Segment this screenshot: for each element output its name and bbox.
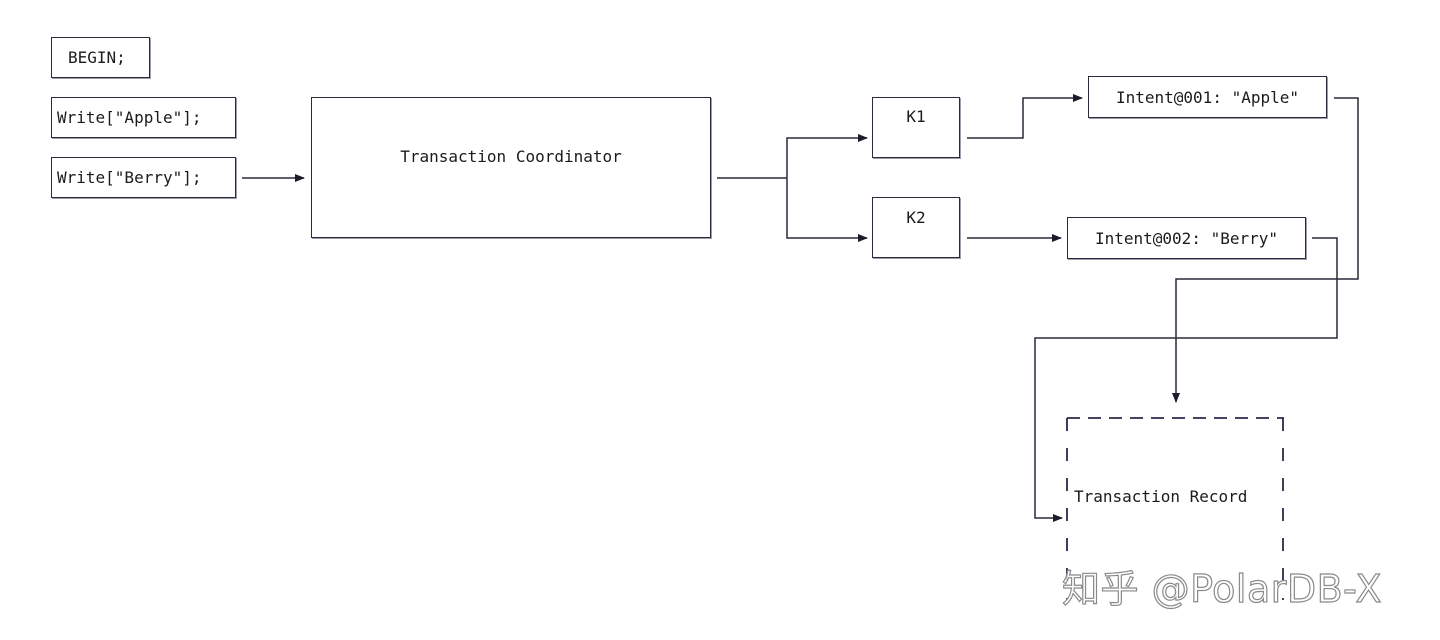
statement-begin: BEGIN; bbox=[51, 37, 150, 78]
key-k2: K2 bbox=[872, 197, 960, 258]
intent-berry: Intent@002: "Berry" bbox=[1067, 217, 1306, 259]
transaction-record-border bbox=[1066, 417, 1284, 600]
arrow-k1-to-intent-apple bbox=[967, 94, 1083, 139]
arrow-intent-berry-to-record bbox=[1034, 237, 1338, 522]
transaction-coordinator: Transaction Coordinator bbox=[311, 97, 711, 238]
arrow-coordinator-to-k1 bbox=[786, 134, 868, 178]
transaction-record: Transaction Record bbox=[1074, 487, 1248, 506]
arrow-coordinator-to-k2 bbox=[786, 178, 868, 242]
watermark-logo: 知乎 @PolarDB-X bbox=[1061, 566, 1383, 611]
arrow-intent-apple-to-record bbox=[1172, 97, 1359, 403]
key-k1: K1 bbox=[872, 97, 960, 158]
statement-write-apple: Write["Apple"]; bbox=[51, 97, 236, 138]
intent-apple: Intent@001: "Apple" bbox=[1088, 76, 1327, 118]
statement-write-berry: Write["Berry"]; bbox=[51, 157, 236, 198]
